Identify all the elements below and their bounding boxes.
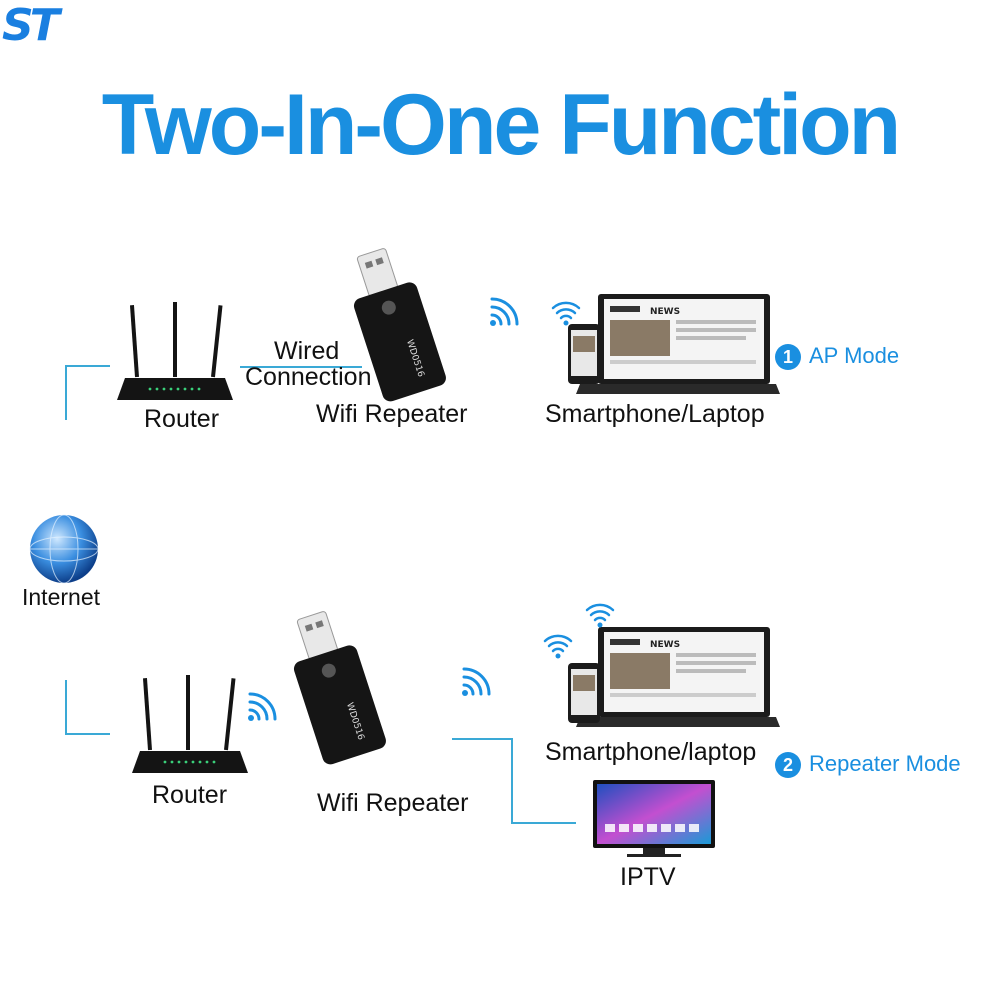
connector-line-top-vertical <box>65 365 67 420</box>
connector-line-bottom-horizontal <box>65 733 110 735</box>
wired-connection-line <box>240 366 362 368</box>
router-icon <box>117 302 233 400</box>
iptv-connector-horizontal-1 <box>452 738 512 740</box>
wifi-repeater-icon: WD0516 <box>353 248 446 402</box>
page-title: Two-In-One Function <box>101 77 901 173</box>
wifi-signal-icon <box>462 667 491 696</box>
wired-connection-label-line1: Wired <box>274 337 340 365</box>
repeater-label-top: Wifi Repeater <box>316 400 468 428</box>
repeater-label-bottom: Wifi Repeater <box>317 789 469 817</box>
mode-number-badge: 1 <box>775 344 801 371</box>
tv-icon <box>593 780 715 857</box>
laptop-icon: NEWS <box>568 627 780 727</box>
wifi-signal-icon <box>585 603 615 628</box>
iptv-label: IPTV <box>620 863 676 891</box>
laptop-screen-text-top: NEWS <box>650 307 680 317</box>
wifi-signal-icon <box>551 301 581 326</box>
router-label-bottom: Router <box>152 781 228 809</box>
ap-mode-text: AP Mode <box>809 343 900 368</box>
laptop-icon: NEWS <box>568 294 780 394</box>
repeater-mode-text: Repeater Mode <box>809 751 961 776</box>
wifi-signal-icon <box>490 297 519 326</box>
wifi-signal-icon <box>543 634 573 659</box>
repeater-mode-label: 2 Repeater Mode <box>775 751 961 779</box>
brand-logo: ST <box>2 0 60 51</box>
wifi-signal-icon <box>248 692 277 721</box>
wifi-repeater-icon: WD0516 <box>293 611 386 765</box>
clients-label-bottom: Smartphone/laptop <box>545 738 757 766</box>
internet-label: Internet <box>22 584 100 610</box>
mode-number-badge: 2 <box>775 752 801 779</box>
wired-connection-label-line2: Connection <box>245 363 372 391</box>
router-icon <box>132 675 248 773</box>
router-label-top: Router <box>144 405 220 433</box>
connector-line-top-horizontal <box>65 365 110 367</box>
globe-icon <box>29 514 99 584</box>
iptv-connector-vertical <box>511 738 513 824</box>
ap-mode-label: 1 AP Mode <box>775 343 900 371</box>
laptop-screen-text-bottom: NEWS <box>650 640 680 650</box>
connector-line-bottom-vertical <box>65 680 67 735</box>
iptv-connector-horizontal-2 <box>511 822 576 824</box>
clients-label-top: Smartphone/Laptop <box>545 400 765 428</box>
